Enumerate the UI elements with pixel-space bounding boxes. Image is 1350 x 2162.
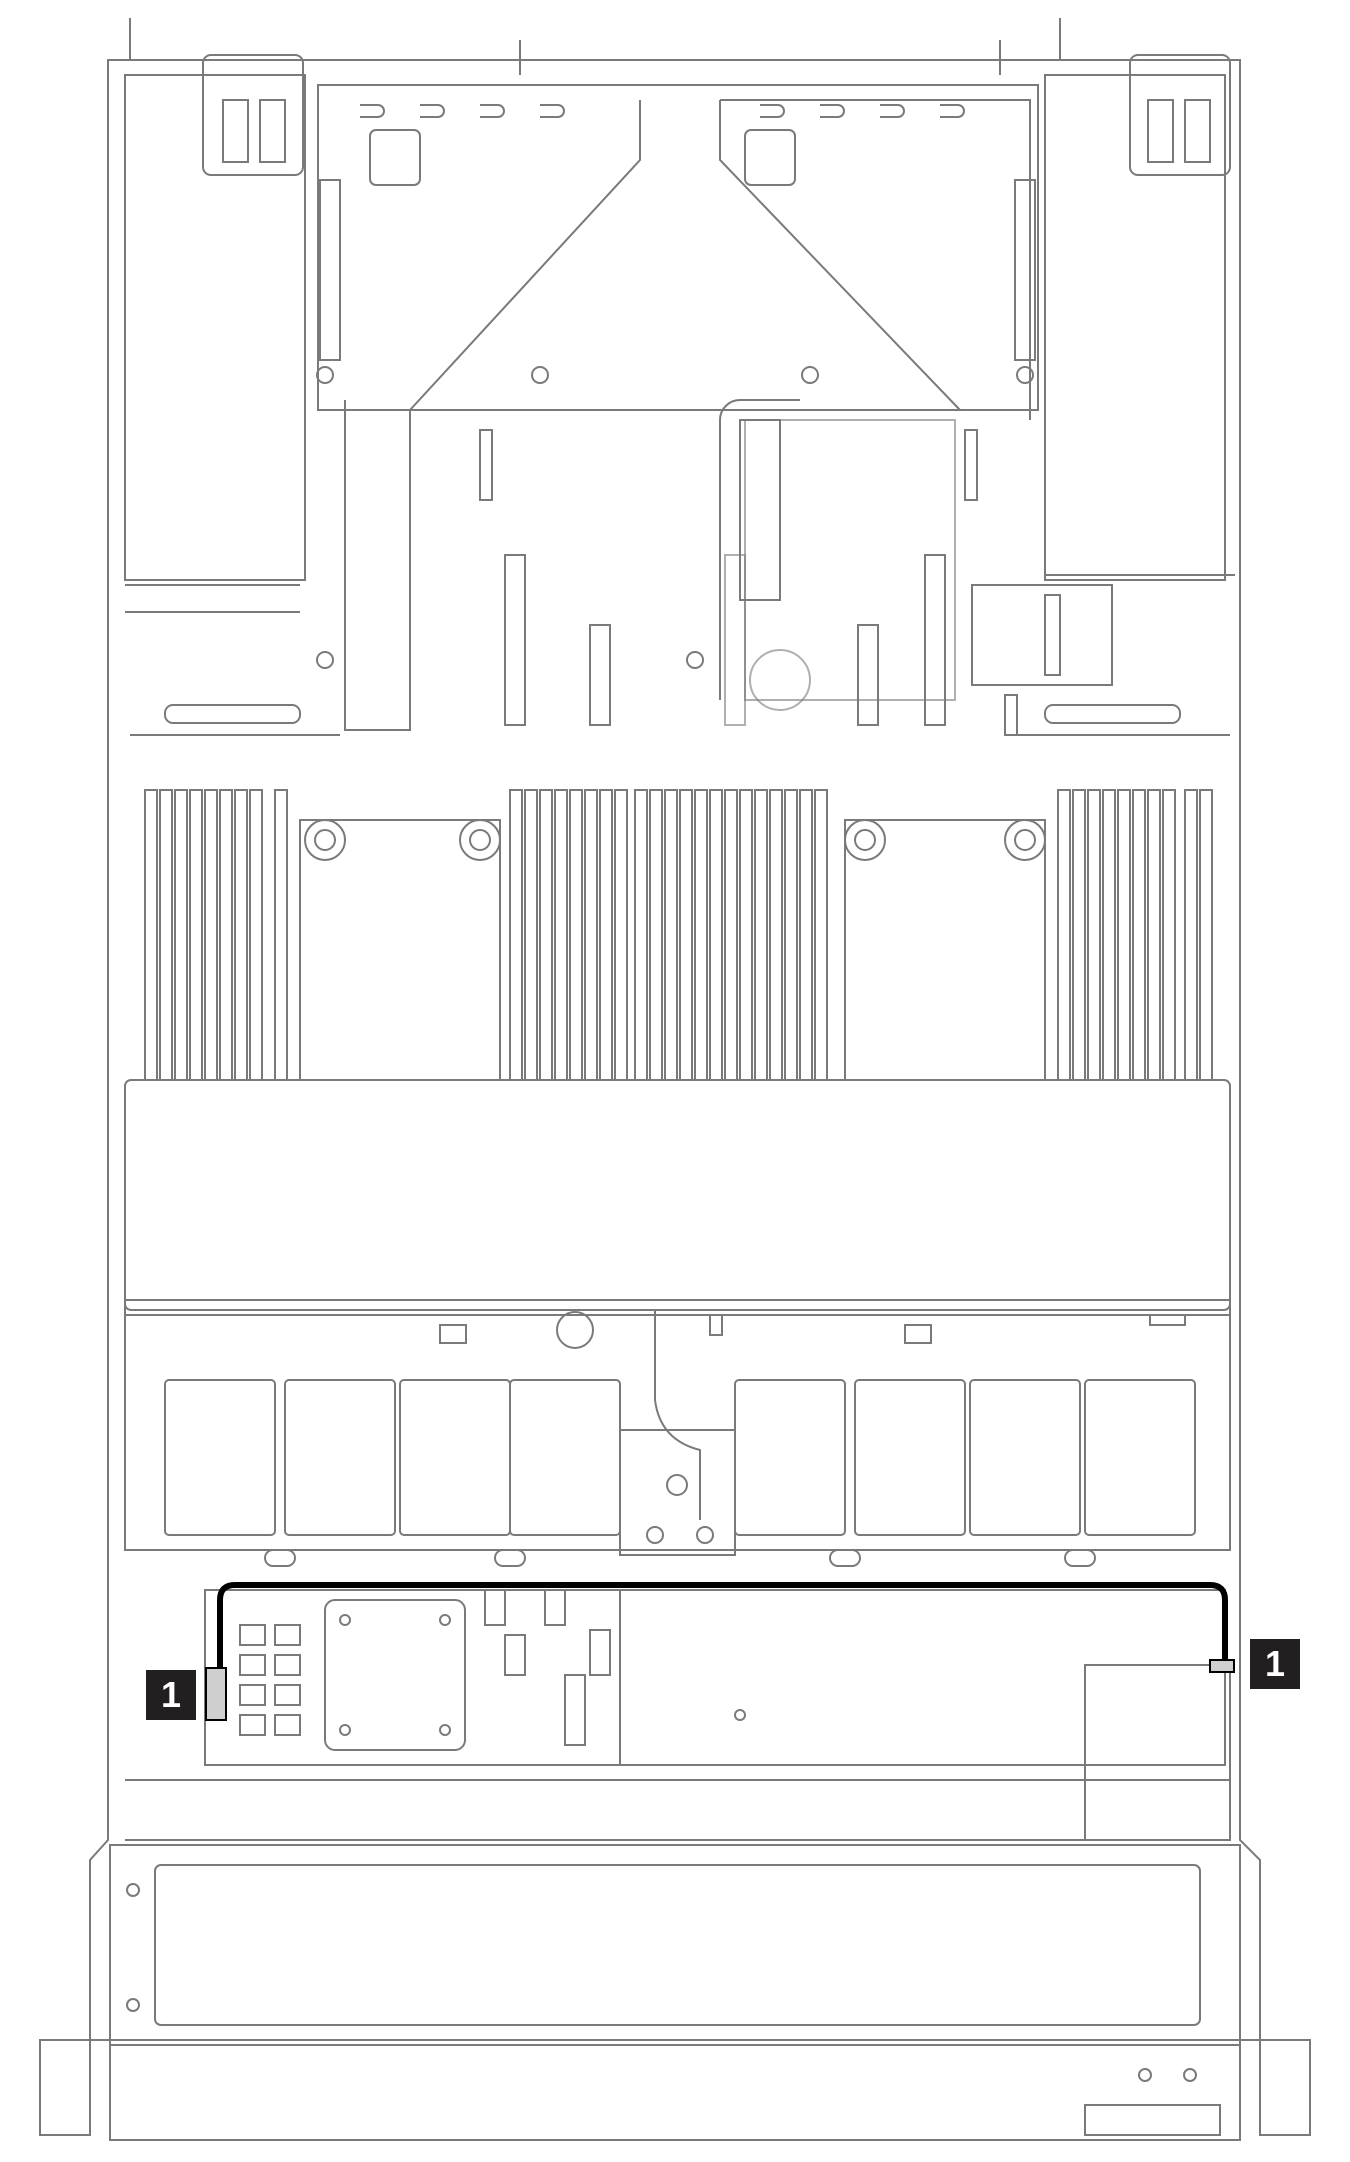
cable-connector-right: [1209, 1659, 1235, 1673]
fans: [164, 1379, 1196, 1567]
air-baffle: [124, 1079, 1231, 1316]
riser-cage: [316, 84, 1039, 731]
processor-heatsinks: [299, 819, 1046, 1081]
dimm-bank-3: [1057, 789, 1213, 1081]
fan-connector-rails: [130, 704, 1230, 736]
callout-right: 1: [1250, 1639, 1300, 1689]
psu-right: [971, 54, 1235, 686]
fan-cage: [124, 1299, 1231, 1556]
dimm-bank-1: [144, 789, 288, 1081]
front-bezel: [39, 1844, 1311, 2136]
cable: [217, 1582, 1228, 1670]
chassis-outline: [89, 18, 1261, 2141]
dimm-bank-2: [509, 789, 828, 1081]
cable-connector-left: [205, 1667, 227, 1721]
pcie-slots: [316, 429, 1018, 736]
front-board-area: [125, 1589, 1231, 1841]
callout-left: 1: [146, 1670, 196, 1720]
psu-left: [124, 54, 306, 613]
